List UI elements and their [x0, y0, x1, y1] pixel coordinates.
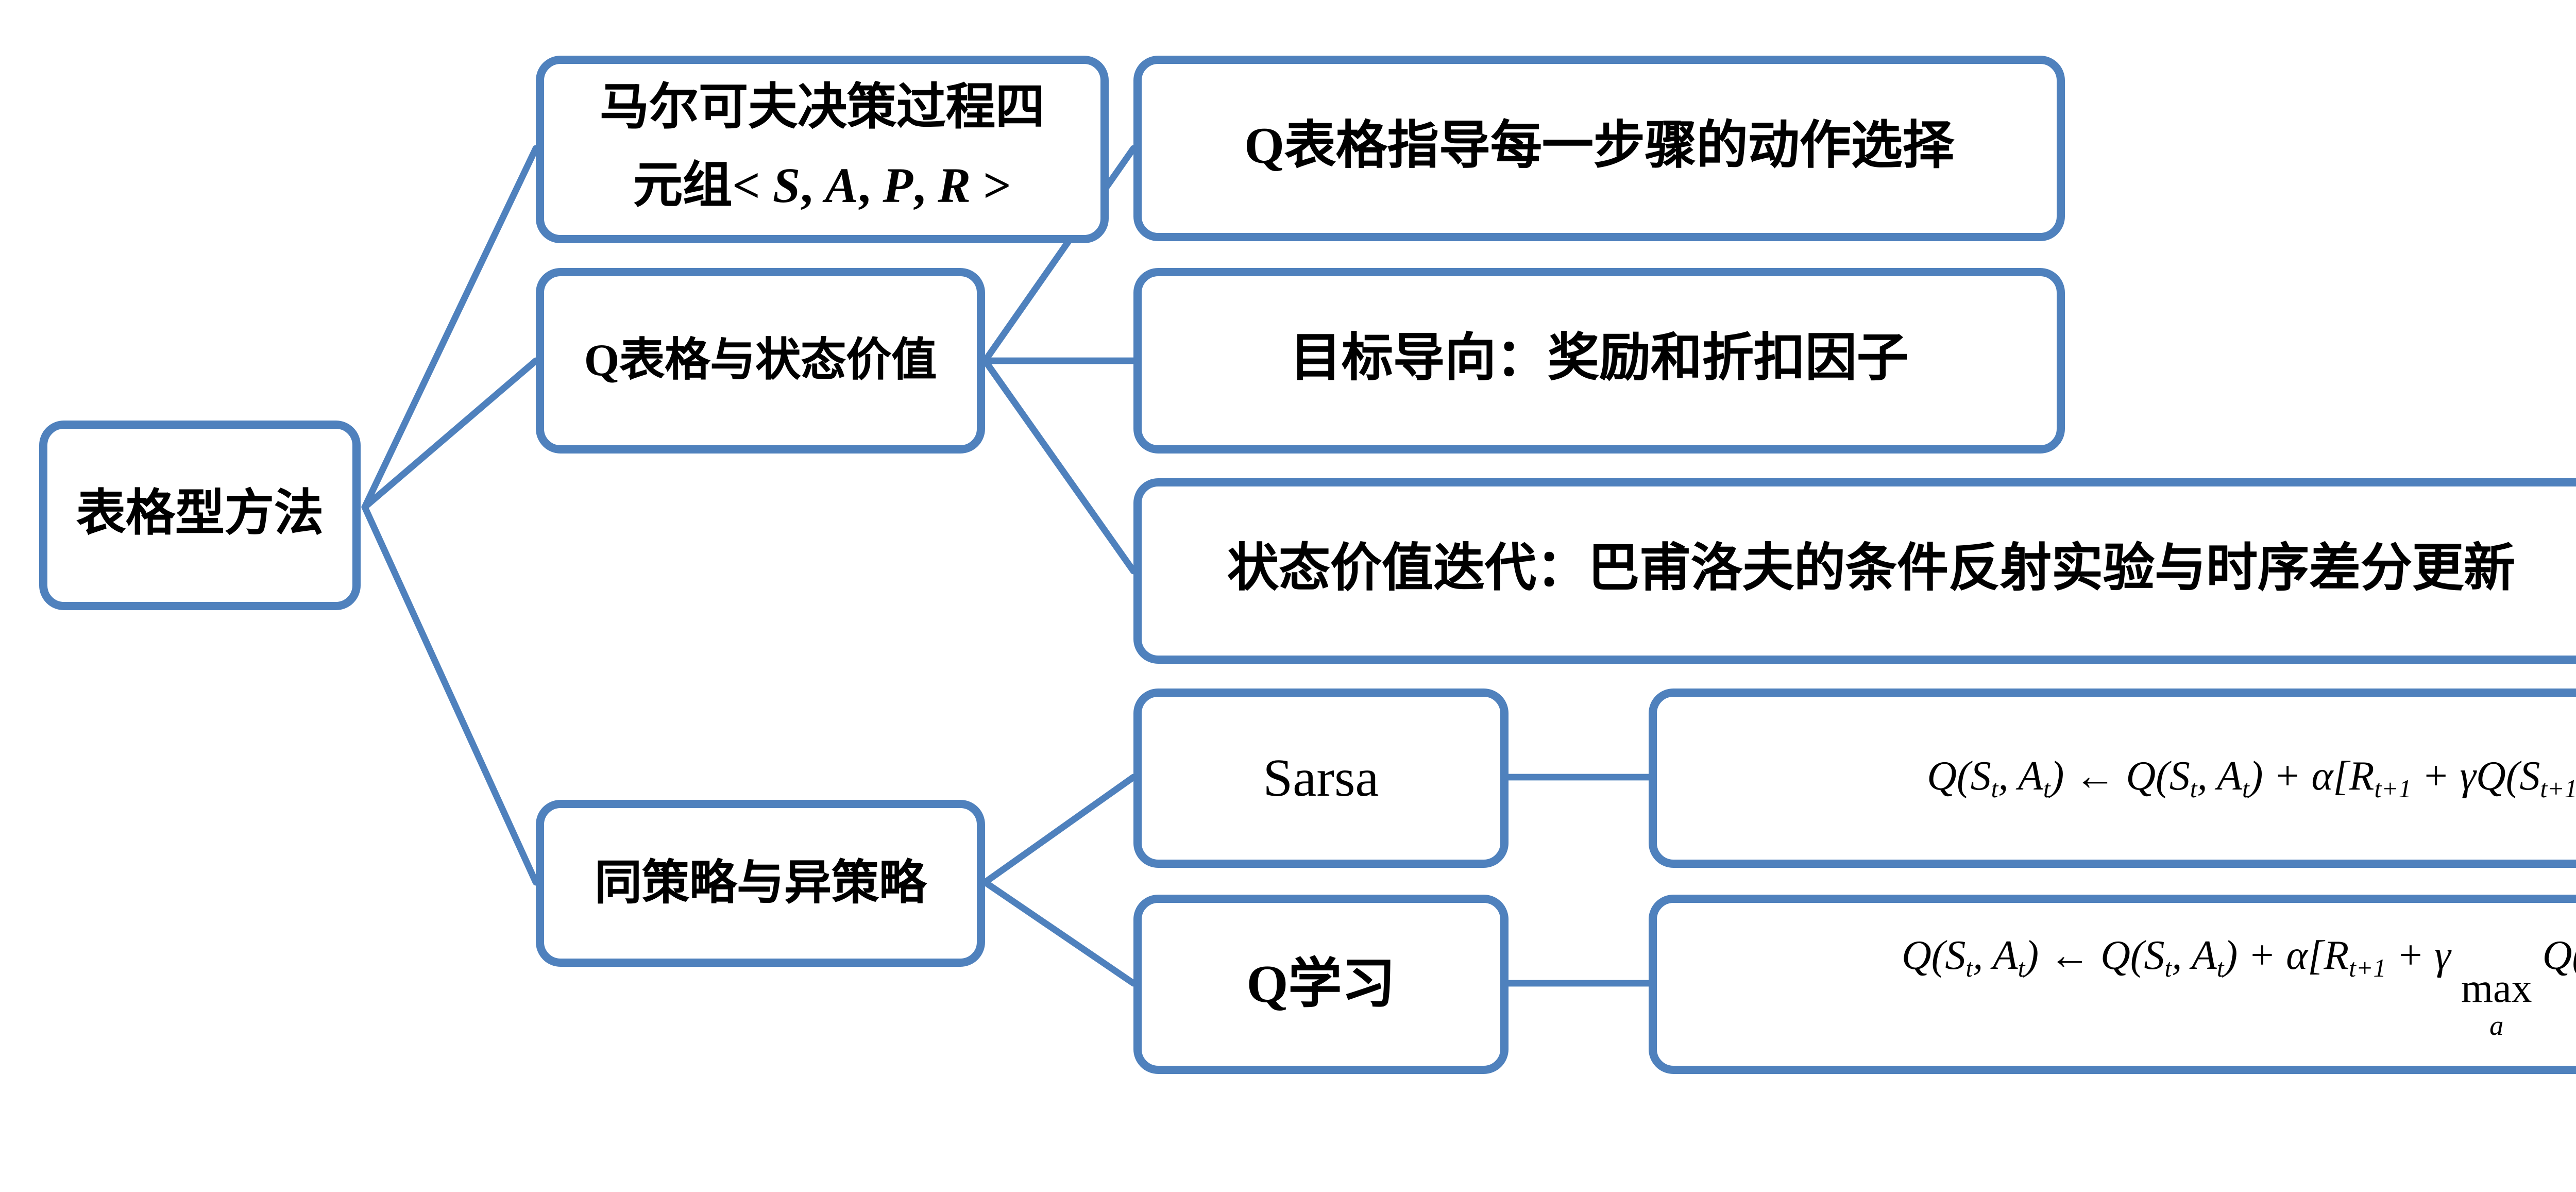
node-q-learning-label: Q学习: [1246, 954, 1396, 1014]
node-root-label: 表格型方法: [76, 488, 324, 542]
node-mdp-tuple: 马尔可夫决策过程四 元组< S, A, P, R >: [536, 56, 1109, 243]
node-q-learning: Q学习: [1133, 895, 1509, 1074]
node-sarsa: Sarsa: [1133, 689, 1509, 868]
node-root: 表格型方法: [39, 421, 361, 610]
node-q-table-state-value: Q表格与状态价值: [536, 268, 985, 454]
node-mdp-tuple-line1: 马尔可夫决策过程四: [600, 83, 1045, 137]
node-state-value-iteration: 状态价值迭代：巴甫洛夫的条件反射实验与时序差分更新: [1133, 478, 2576, 664]
edge-qtable-value-iteration: [981, 357, 1137, 575]
node-sarsa-formula: Q(St, At) ← Q(St, At) + α[Rt+1 + γQ(St+1…: [1649, 689, 2576, 868]
node-q-table-action-selection-label: Q表格指导每一步骤的动作选择: [1244, 120, 1954, 176]
edge-qtable-action-selection: [981, 145, 1137, 364]
node-mdp-tuple-line2: 元组< S, A, P, R >: [633, 160, 1011, 213]
node-state-value-iteration-label: 状态价值迭代：巴甫洛夫的条件反射实验与时序差分更新: [1227, 542, 2515, 598]
node-on-off-policy-label: 同策略与异策略: [595, 857, 926, 909]
edge-root-mdp-tuple: [361, 145, 539, 511]
edge-policy-sarsa: [981, 774, 1137, 886]
edge-policy-qlearning: [981, 879, 1137, 987]
node-sarsa-label: Sarsa: [1263, 748, 1379, 808]
node-on-off-policy: 同策略与异策略: [536, 800, 985, 967]
sarsa-formula: Q(St, At) ← Q(St, At) + α[Rt+1 + γQ(St+1…: [1927, 754, 2576, 803]
node-q-table-action-selection: Q表格指导每一步骤的动作选择: [1133, 56, 2065, 241]
node-goal-oriented: 目标导向：奖励和折扣因子: [1133, 268, 2065, 454]
edge-root-policy: [361, 503, 539, 886]
node-q-table-state-value-label: Q表格与状态价值: [584, 334, 937, 386]
node-goal-oriented-label: 目标导向：奖励和折扣因子: [1290, 332, 1908, 388]
edge-root-q-table: [361, 357, 539, 511]
